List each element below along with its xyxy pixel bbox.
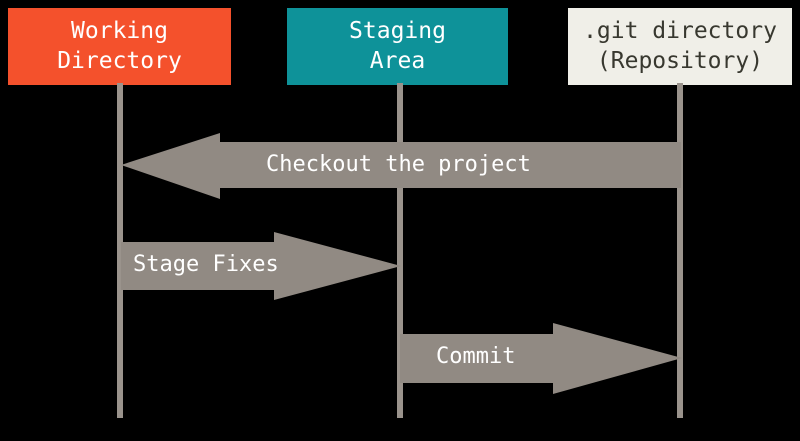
node-working-directory: Working Directory bbox=[8, 8, 231, 85]
lifeline-staging-area bbox=[397, 83, 403, 418]
arrow-label-commit: Commit bbox=[436, 344, 516, 369]
arrow-stage-fixes bbox=[121, 232, 401, 300]
arrow-label-checkout: Checkout the project bbox=[266, 152, 531, 177]
node-git-directory: .git directory (Repository) bbox=[568, 8, 792, 85]
arrow-commit bbox=[400, 323, 682, 394]
arrow-checkout-the-project bbox=[121, 133, 681, 199]
arrow-label-stage-fixes: Stage Fixes bbox=[133, 252, 279, 277]
lifeline-git-directory bbox=[677, 83, 683, 418]
lifeline-working-directory bbox=[117, 83, 123, 418]
node-staging-area: Staging Area bbox=[287, 8, 508, 85]
